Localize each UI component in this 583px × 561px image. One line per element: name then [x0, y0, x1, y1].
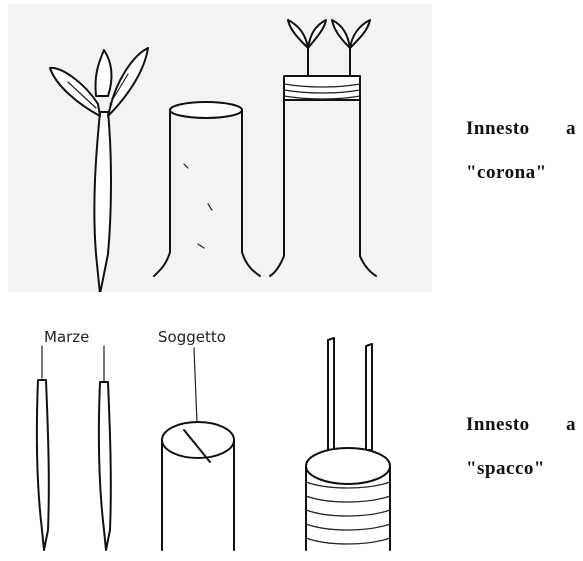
- scion-with-leaves: [50, 48, 148, 292]
- crown-graft-caption-line1: Innesto a: [466, 118, 576, 140]
- cleft-graft-caption: Innesto a "spacco": [466, 414, 576, 480]
- grafted-stump: [270, 20, 376, 276]
- scions: [37, 346, 111, 550]
- cleft-graft-caption-line1: Innesto a: [466, 414, 576, 436]
- crown-graft-caption-line2: "corona": [466, 162, 576, 184]
- cleft-graft-drawing: Marze Soggetto: [8, 300, 432, 558]
- cleft-graft-illustration: Marze Soggetto: [8, 300, 432, 558]
- rootstock-stump: [154, 102, 260, 276]
- rootstock-label: Soggetto: [158, 328, 226, 346]
- crown-graft-illustration: [8, 4, 432, 292]
- scions-label: Marze: [44, 328, 89, 346]
- grafted-cleft: [306, 338, 390, 550]
- crown-graft-caption: Innesto a "corona": [466, 118, 576, 184]
- rootstock-cleft: [162, 348, 234, 550]
- cleft-graft-caption-line2: "spacco": [466, 458, 576, 480]
- crown-graft-drawing: [8, 4, 432, 292]
